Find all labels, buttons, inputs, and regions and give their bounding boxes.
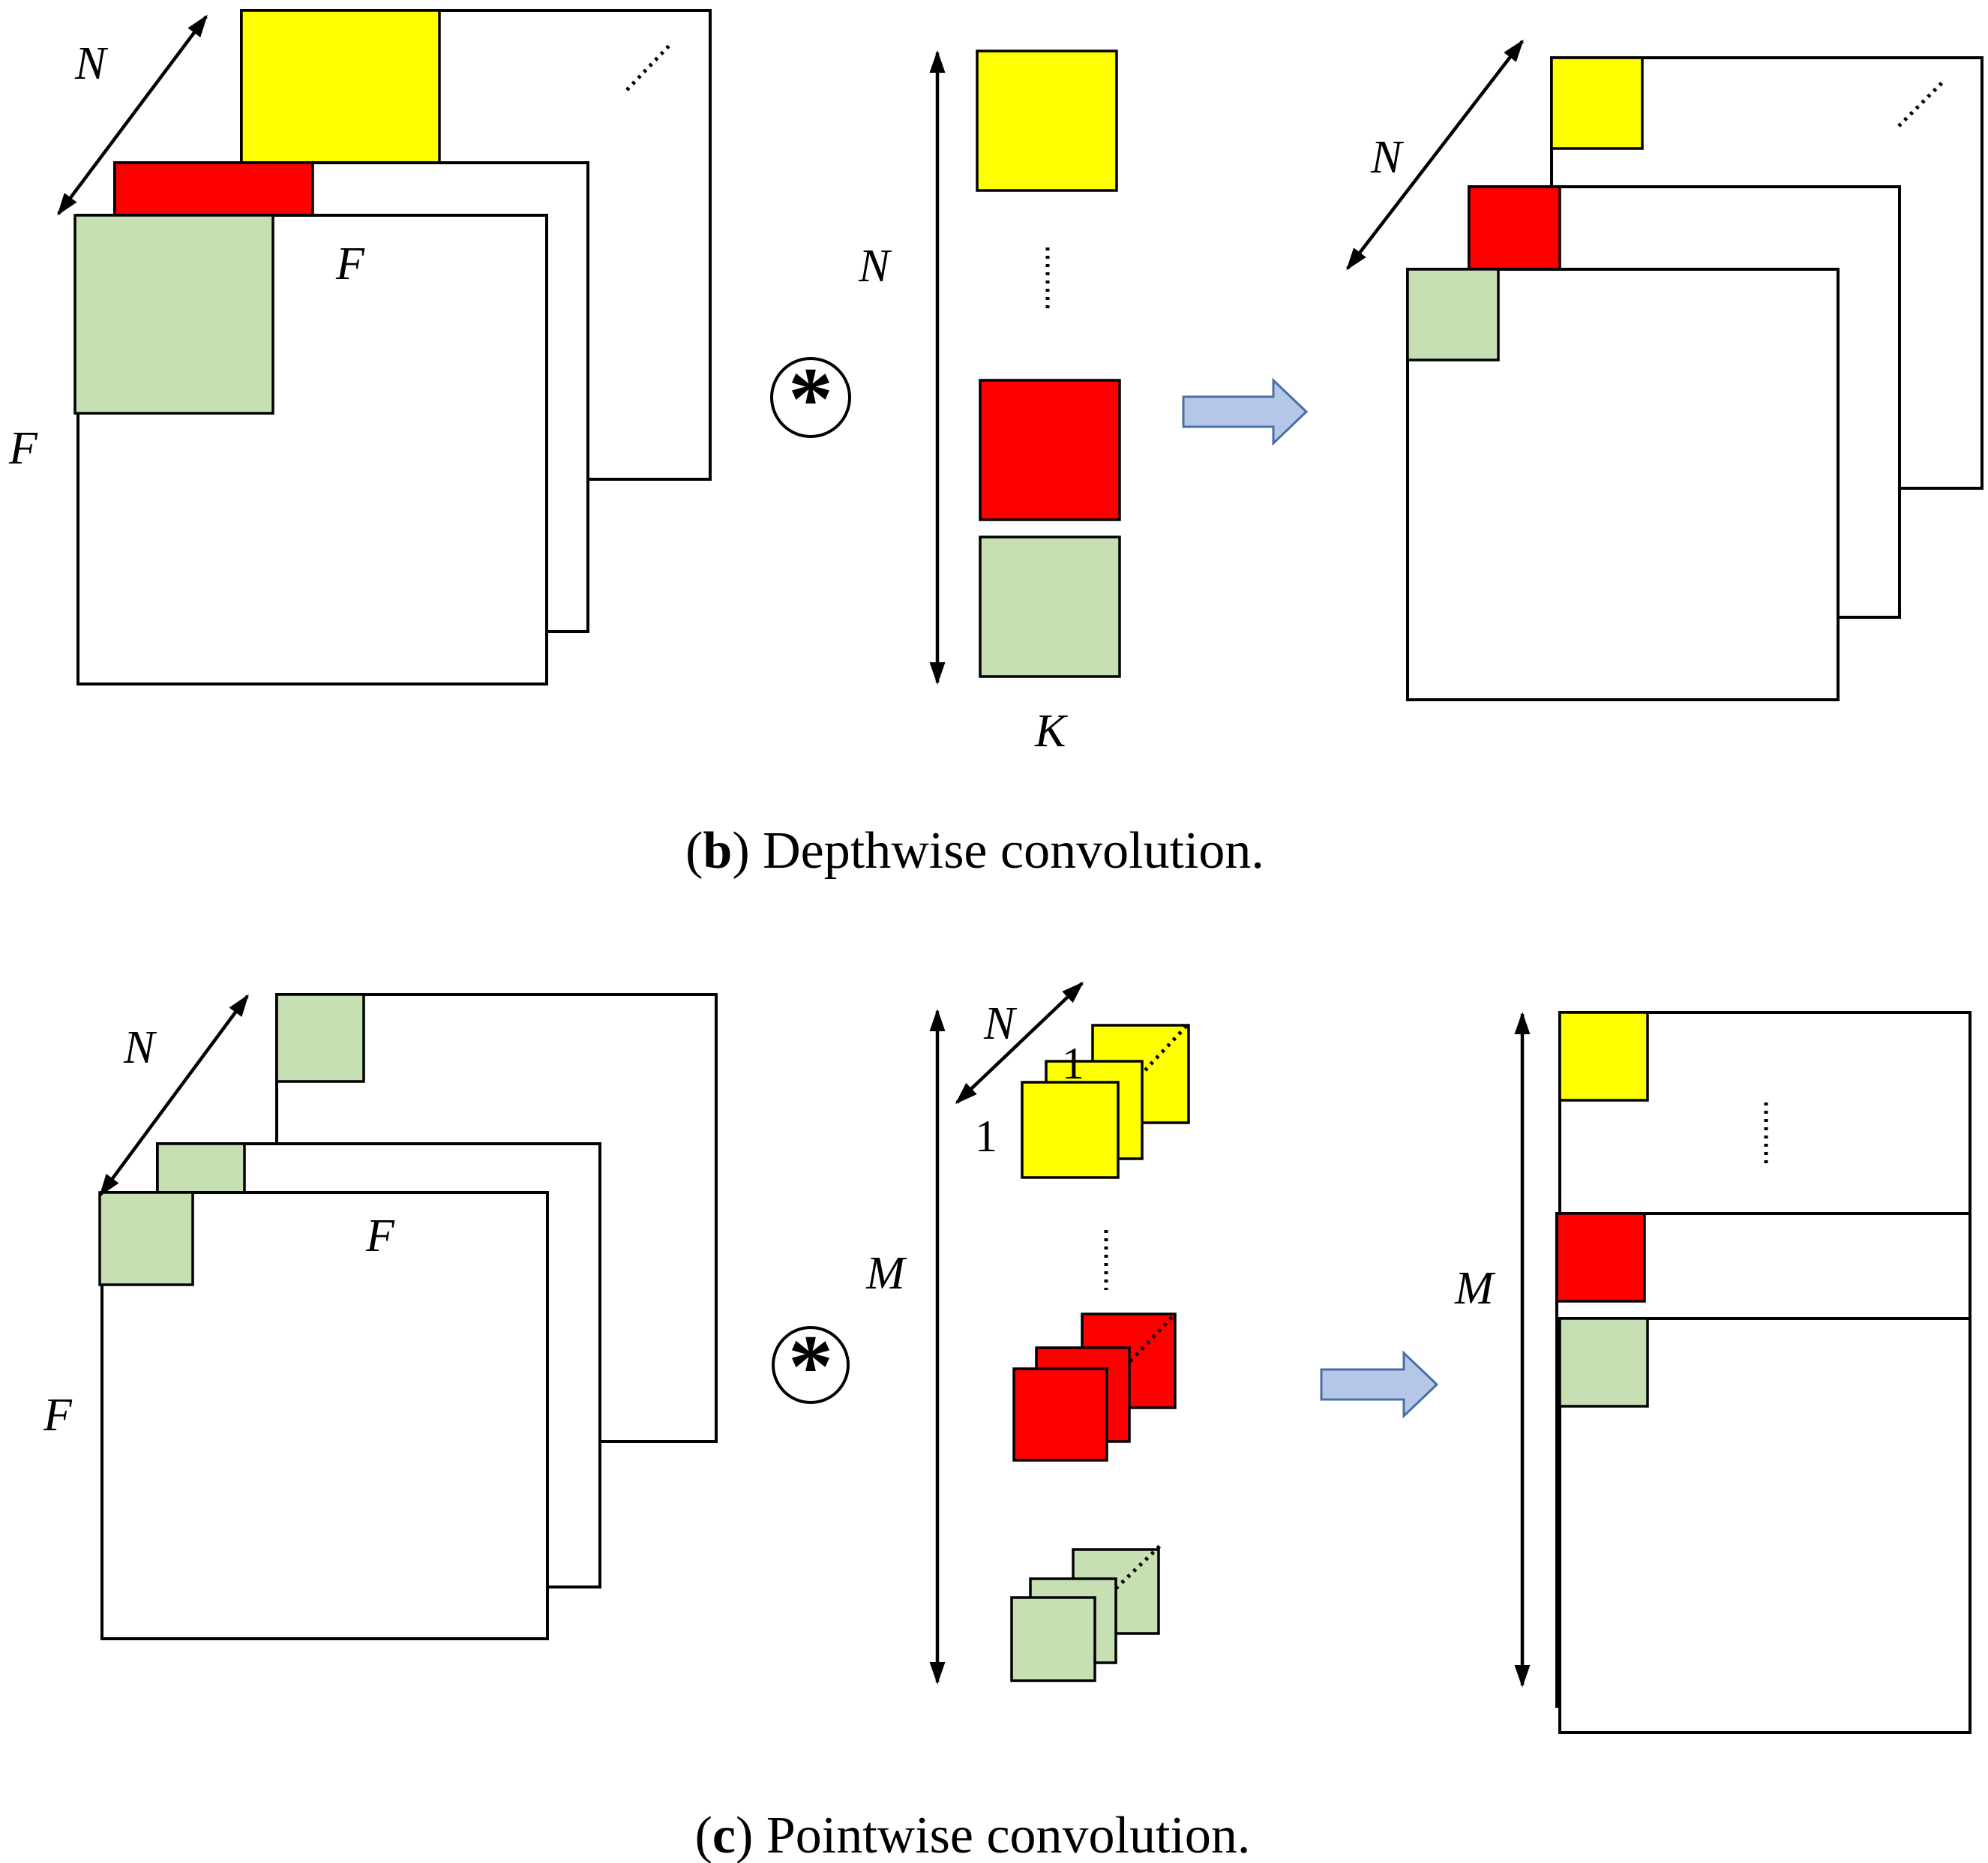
b-input-depth-label: N [74,38,109,89]
c-result-arrow [1320,1350,1439,1419]
panel-b-depthwise: N F F * N K [8,9,1984,880]
c-output-stack: M [1454,1011,1972,1734]
c-output-patch-yellow [1558,1011,1649,1102]
c-filter-size-label-a: 1 [1062,1039,1084,1088]
b-output-stack: N [1346,39,1984,701]
c-input-depth-arrow [99,994,249,1197]
c-input-height-label: F [43,1390,73,1441]
b-kernel-green [979,536,1121,678]
c-output-depth-label: M [1454,1263,1496,1314]
c-operator-circle [772,1326,850,1404]
b-kernel-red [979,379,1121,521]
c-output-patch-green [1558,1317,1649,1408]
b-input-patch-green [73,214,274,415]
b-result-arrow [1182,377,1309,446]
c-input-patch-back [275,993,365,1083]
c-input-patch-middle [156,1142,246,1195]
c-caption-text: Pointwise convolution. [753,1807,1250,1863]
c-filter-red-front [1012,1367,1108,1462]
b-output-ellipsis [1897,78,1947,128]
panel-c-pointwise: N F F * M N 1 1 [43,981,1972,1863]
c-filter-green-ellipsis [1114,1544,1162,1590]
b-input-ellipsis [625,42,673,92]
b-caption-letter: b [703,822,732,880]
b-kernel-yellow [976,50,1118,192]
c-output-patch-red [1555,1212,1646,1303]
b-kernel-stack: N K [858,50,1121,757]
b-kernel-size-label: K [1034,706,1069,757]
b-input-height-label: F [8,423,38,474]
c-filter-depth-label: N [983,998,1018,1049]
b-input-depth-arrow [57,14,208,216]
c-filter-yellow-front [1021,1081,1120,1179]
b-output-patch-green [1406,268,1500,362]
b-caption-text: Depthwise convolution. [750,822,1264,880]
c-input-width-label: F [365,1210,395,1262]
c-filter-green-front [1010,1596,1096,1682]
b-output-patch-yellow [1550,56,1644,150]
b-operator-symbol: * [788,349,833,448]
c-caption-letter: c [712,1807,736,1863]
b-caption: (b) Depthwise convolution. [685,822,1264,880]
c-filter-red-ellipsis [1129,1312,1177,1363]
b-input-patch-yellow [240,9,441,165]
b-operator-circle [770,357,851,438]
b-convolution-operator: * [770,349,851,448]
b-kernel-count-label: N [858,241,892,292]
b-output-depth-label: N [1370,132,1405,183]
c-filter-count-label: M [865,1248,907,1299]
c-input-patch-front [98,1191,194,1286]
c-operator-symbol: * [788,1316,833,1416]
c-filter-stack: M N 1 1 [865,981,1190,1684]
b-output-depth-arrow [1346,39,1524,271]
c-filter-yellow-ellipsis [1144,1024,1189,1072]
c-input-depth-label: N [123,1022,157,1073]
c-filter-depth-arrow [955,981,1084,1105]
b-input-patch-red [113,161,314,217]
b-output-patch-red [1468,185,1561,271]
c-input-stack: N F F [43,993,718,1640]
c-convolution-operator: * [772,1316,850,1416]
b-input-stack: N F F [8,9,712,686]
c-caption: (c) Pointwise convolution. [695,1807,1251,1863]
c-filter-size-label-b: 1 [975,1112,997,1161]
b-input-width-label: F [335,238,365,290]
